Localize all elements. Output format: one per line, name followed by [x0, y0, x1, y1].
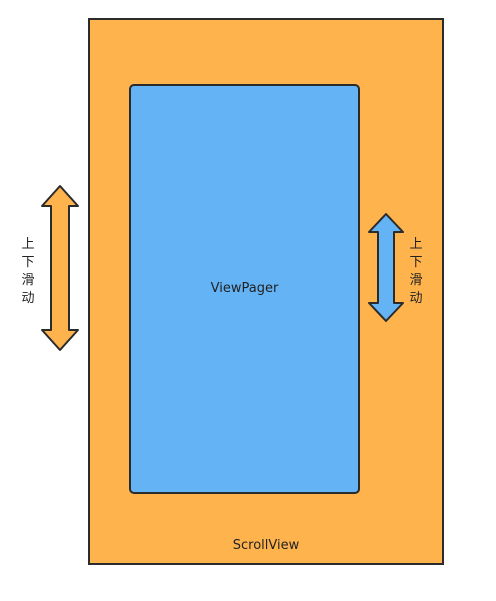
viewpager-label: ViewPager — [210, 281, 279, 296]
right-double-arrow — [368, 213, 404, 322]
left-double-arrow — [41, 185, 79, 351]
right-arrow-label: 上下滑动 — [409, 237, 423, 306]
scrollview-label: ScrollView — [232, 538, 300, 553]
viewpager-box — [129, 84, 360, 494]
left-arrow-label: 上下滑动 — [21, 237, 35, 306]
